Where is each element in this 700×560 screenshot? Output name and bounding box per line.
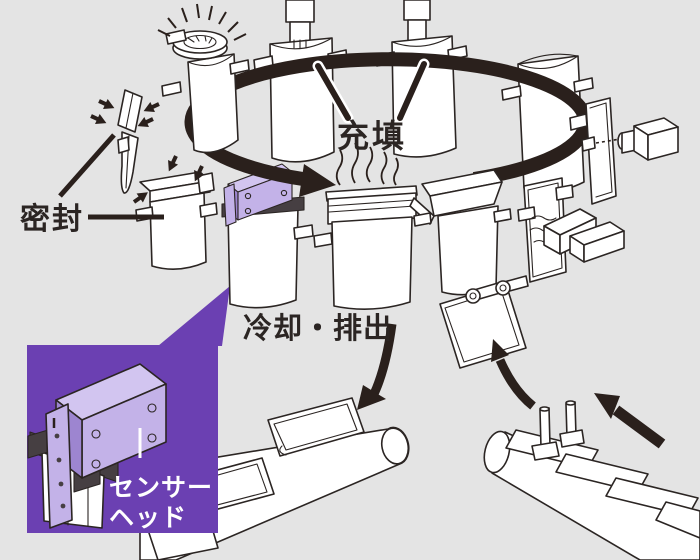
pickup-arrow: [495, 358, 536, 410]
gripper-pouch-station: [439, 275, 536, 410]
cooling-discharge-label: 冷却・排出: [243, 312, 393, 345]
sensor-head-station: [221, 163, 314, 309]
scoop-funnel-pouch: [409, 169, 512, 296]
inspection-station: [569, 97, 679, 205]
sealing-station: 密封: [20, 89, 218, 270]
pouch-opening-station: [157, 3, 250, 154]
guide-pin: [531, 406, 560, 461]
sensor-callout-triangle: [158, 286, 230, 346]
filling-pouch-1: [253, 0, 348, 163]
sensor-head-label-line2: ヘッド: [109, 504, 187, 532]
steam-lines: [335, 142, 399, 186]
infeed-arrow: [612, 405, 666, 449]
infeed-conveyor: [483, 393, 700, 560]
hot-pouch-station: [313, 142, 418, 310]
sealing-callout-line-diagonal: [58, 133, 116, 198]
inspection-beam: [595, 138, 621, 144]
empty-pouch-sheet: [655, 501, 700, 539]
sensor-head-inset: センサー ヘッド: [27, 345, 218, 533]
air-blast-lines: [157, 3, 247, 41]
filling-label: 充填: [337, 118, 407, 154]
sensor-head-label-line1: センサー: [109, 474, 213, 502]
discharged-pouch: [267, 397, 365, 457]
guide-pin: [559, 400, 585, 448]
cooling-discharge-arrow: [369, 323, 397, 396]
deaeration-station: [517, 177, 625, 283]
sensor-head-detail: [45, 363, 167, 529]
filling-label-group: 充填: [312, 58, 430, 154]
sealing-label: 密封: [20, 202, 84, 236]
